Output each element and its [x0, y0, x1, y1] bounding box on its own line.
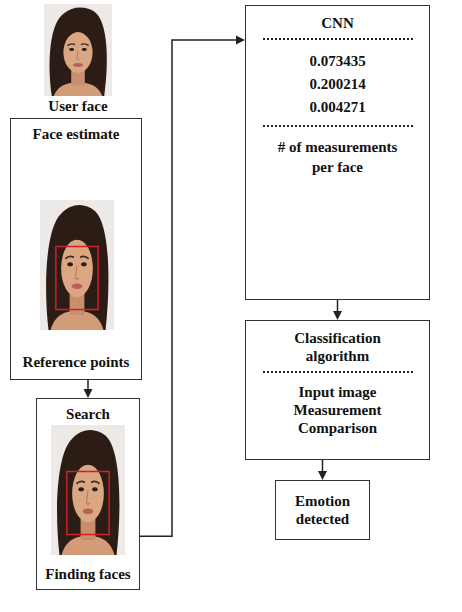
node-text: Finding faces — [45, 565, 130, 583]
dotted-separator — [263, 371, 413, 373]
arrow-head — [236, 36, 245, 45]
node-heading: Face estimate — [32, 125, 119, 143]
node-text: 0.073435 — [309, 50, 365, 73]
process-box: Classification algorithmInput image Meas… — [245, 320, 430, 460]
node-text: 0.004271 — [309, 96, 365, 119]
connector-arrow — [87, 380, 89, 389]
face-photo — [44, 4, 112, 96]
output-box: Emotion detected — [275, 480, 370, 540]
node-heading: CNN — [321, 14, 354, 32]
node-text: Input image Measurement Comparison — [283, 383, 393, 437]
process-box: CNN 0.0734350.2002140.004271 # of measurem… — [245, 5, 430, 300]
arrow-head — [84, 389, 93, 398]
connector-arrow — [337, 300, 339, 311]
connector-arrow — [140, 40, 236, 536]
face-photo — [51, 425, 125, 555]
node-text: Reference points — [23, 353, 130, 371]
node-text: 0.200214 — [309, 73, 365, 96]
arrow-head — [333, 311, 342, 320]
face-photo — [40, 200, 114, 330]
process-box: Face estimateReference points — [10, 118, 142, 380]
node-heading: Search — [66, 405, 110, 423]
process-box: SearchFinding faces — [36, 398, 140, 590]
dotted-separator — [263, 125, 413, 127]
arrow-head — [318, 471, 327, 480]
connector-arrow — [322, 460, 324, 471]
node-heading: Emotion detected — [283, 492, 363, 528]
node-heading: Classification algorithm — [273, 329, 403, 365]
dotted-separator — [263, 38, 413, 40]
node-text: # of measurements per face — [268, 137, 408, 177]
photo-caption: User face — [18, 97, 138, 115]
